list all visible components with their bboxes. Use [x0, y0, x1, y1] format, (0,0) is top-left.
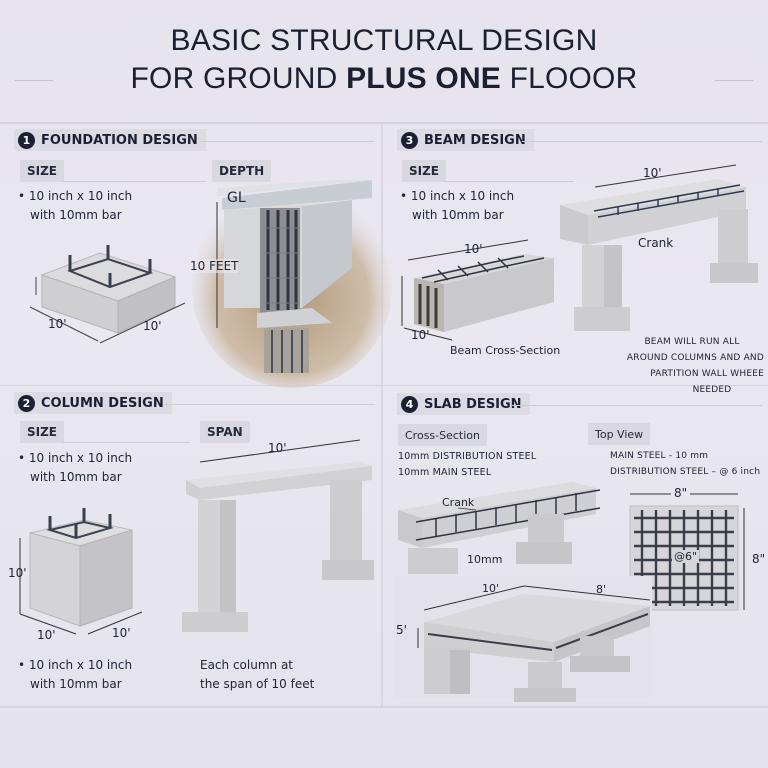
- divider-bottom: [0, 706, 768, 708]
- column-dim-height: 10': [8, 566, 27, 580]
- number-badge: 4: [401, 395, 418, 413]
- cross-section-tag: Cross-Section: [398, 424, 487, 446]
- tag-rule: [62, 181, 207, 182]
- slab-3d-illustration: [394, 576, 652, 702]
- number-badge: 1: [18, 131, 35, 149]
- beam-frame-dim: 10': [643, 166, 662, 180]
- divider-vertical: [381, 124, 383, 706]
- column-block-illustration: [19, 508, 143, 635]
- title-rule-right: [715, 80, 753, 81]
- slab-cross-text: 10mm DISTRIBUTION STEEL 10mm MAIN STEEL: [398, 451, 537, 478]
- foundation-dim-left: 10': [48, 317, 67, 331]
- span-text: Each column at the span of 10 feet: [200, 658, 315, 691]
- heading-rule: [512, 405, 762, 406]
- ground-level-label: GL: [227, 190, 246, 206]
- beam-section-dim-side: 10': [411, 328, 430, 342]
- foundation-depth-illustration: [192, 180, 392, 388]
- grid-width-dim: 8": [671, 486, 691, 500]
- depth-label: 10 FEET: [190, 259, 239, 273]
- heading-rule: [522, 141, 762, 142]
- slab-dim-h: 5': [396, 623, 407, 637]
- size-tag: SIZE: [20, 421, 65, 443]
- heading-rule: [165, 404, 375, 405]
- beam-cross-section-illustration: [401, 239, 554, 341]
- slab-heading: 4 SLAB DESIGN: [397, 393, 530, 415]
- slab-bar-label: 10mm: [467, 553, 503, 566]
- tag-rule: [62, 442, 190, 443]
- size-tag: SIZE: [20, 160, 65, 182]
- slab-cross-section-illustration: [398, 482, 601, 574]
- span-dim: 10': [268, 441, 287, 455]
- beam-frame-illustration: [560, 164, 758, 331]
- beam-section-caption: Beam Cross-Section: [450, 344, 561, 357]
- slab-dim-a: 10': [482, 582, 500, 595]
- grid-height-dim: 8": [752, 552, 766, 566]
- divider-top: [0, 122, 768, 124]
- beam-note: BEAM WILL RUN ALL AROUND COLUMNS AND AND…: [626, 337, 764, 395]
- slab-crank-label: Crank: [442, 496, 475, 509]
- slab-dim-b: 8': [596, 583, 607, 596]
- page-title: BASIC STRUCTURAL DESIGN FOR GROUND PLUS …: [0, 22, 768, 98]
- foundation-size-text: • 10 inch x 10 inch with 10mm bar: [18, 189, 133, 222]
- column-dim-right: 10': [112, 626, 131, 640]
- title-line-1: BASIC STRUCTURAL DESIGN: [170, 24, 598, 57]
- depth-tag: DEPTH: [212, 160, 272, 182]
- size-tag: SIZE: [402, 160, 447, 182]
- column-size-text: • 10 inch x 10 inch with 10mm bar: [18, 451, 133, 484]
- span-tag: SPAN: [200, 421, 250, 443]
- beam-size-text: • 10 inch x 10 inch with 10mm bar: [400, 189, 515, 222]
- foundation-heading: 1 FOUNDATION DESIGN: [14, 129, 206, 151]
- beam-crank-label: Crank: [638, 236, 674, 250]
- tag-rule: [444, 181, 574, 182]
- title-line-2: FOR GROUND PLUS ONE FLOOOR: [130, 62, 638, 95]
- foundation-dim-right: 10': [143, 319, 162, 333]
- number-badge: 2: [18, 394, 35, 412]
- column-heading: 2 COLUMN DESIGN: [14, 392, 172, 414]
- slab-top-text: MAIN STEEL - 10 mm DISTRIBUTION STEEL – …: [610, 451, 761, 477]
- top-view-tag: Top View: [588, 423, 651, 445]
- column-span-illustration: [182, 439, 374, 632]
- heading-rule: [200, 141, 375, 142]
- grid-spacing-label: @6": [672, 550, 700, 563]
- number-badge: 3: [401, 131, 418, 149]
- divider-middle: [0, 385, 768, 386]
- title-rule-left: [15, 80, 53, 81]
- beam-heading: 3 BEAM DESIGN: [397, 129, 534, 151]
- beam-section-dim-top: 10': [464, 242, 483, 256]
- column-dim-left: 10': [37, 628, 56, 642]
- column-bottom-text: • 10 inch x 10 inch with 10mm bar: [18, 658, 133, 691]
- footing-illustration: [29, 245, 186, 344]
